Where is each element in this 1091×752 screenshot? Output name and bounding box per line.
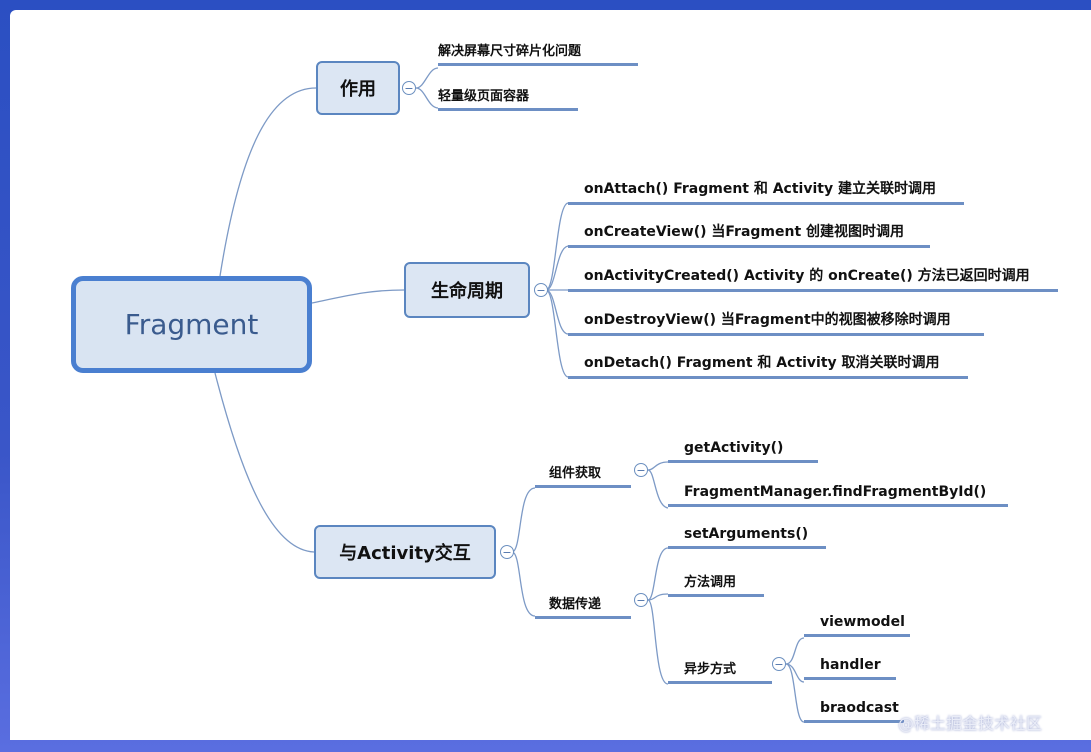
role-item-2: 轻量级页面容器 xyxy=(438,85,578,111)
async-item-viewmodel: viewmodel xyxy=(804,614,910,637)
collapse-role-icon[interactable]: − xyxy=(402,81,416,95)
async-item-braodcast: braodcast xyxy=(804,700,904,723)
lifecycle-item-ondestroyview: onDestroyView() 当Fragment中的视图被移除时调用 xyxy=(568,309,984,336)
branch-lifecycle-label: 生命周期 xyxy=(431,281,503,302)
branch-role-label: 作用 xyxy=(340,79,376,100)
data-transfer-item-method-call: 方法调用 xyxy=(668,571,764,597)
collapse-data-transfer-icon[interactable]: − xyxy=(634,593,648,607)
component-item-findfragmentbyid: FragmentManager.findFragmentById() xyxy=(668,484,1008,507)
branch-interaction-node[interactable]: 与Activity交互 xyxy=(314,525,496,579)
collapse-interaction-icon[interactable]: − xyxy=(500,545,514,559)
collapse-async-icon[interactable]: − xyxy=(772,657,786,671)
lifecycle-item-onactivitycreated: onActivityCreated() Activity 的 onCreate(… xyxy=(568,265,1058,292)
async-item-handler: handler xyxy=(804,657,896,680)
interaction-component-node[interactable]: 组件获取 xyxy=(535,462,631,488)
role-item-1: 解决屏幕尺寸碎片化问题 xyxy=(438,40,638,66)
root-node[interactable]: Fragment xyxy=(71,276,312,373)
link-root-interaction xyxy=(214,372,315,553)
collapse-lifecycle-icon[interactable]: − xyxy=(534,283,548,297)
lifecycle-item-onattach: onAttach() Fragment 和 Activity 建立关联时调用 xyxy=(568,178,964,205)
branch-lifecycle-node[interactable]: 生命周期 xyxy=(404,262,530,318)
collapse-component-icon[interactable]: − xyxy=(634,463,648,477)
watermark: @稀土掘金技术社区 xyxy=(898,714,1043,733)
root-label: Fragment xyxy=(124,308,259,341)
lifecycle-item-oncreateview: onCreateView() 当Fragment 创建视图时调用 xyxy=(568,221,930,248)
branch-role-node[interactable]: 作用 xyxy=(316,61,400,115)
component-item-getactivity: getActivity() xyxy=(668,440,818,463)
branch-interaction-label: 与Activity交互 xyxy=(339,543,471,564)
interaction-data-transfer-node[interactable]: 数据传递 xyxy=(535,593,631,619)
link-root-lifecycle xyxy=(311,289,405,304)
link-root-role xyxy=(219,87,317,277)
data-transfer-async-node[interactable]: 异步方式 xyxy=(668,658,772,684)
data-transfer-item-setarguments: setArguments() xyxy=(668,526,826,549)
lifecycle-item-ondetach: onDetach() Fragment 和 Activity 取消关联时调用 xyxy=(568,352,968,379)
